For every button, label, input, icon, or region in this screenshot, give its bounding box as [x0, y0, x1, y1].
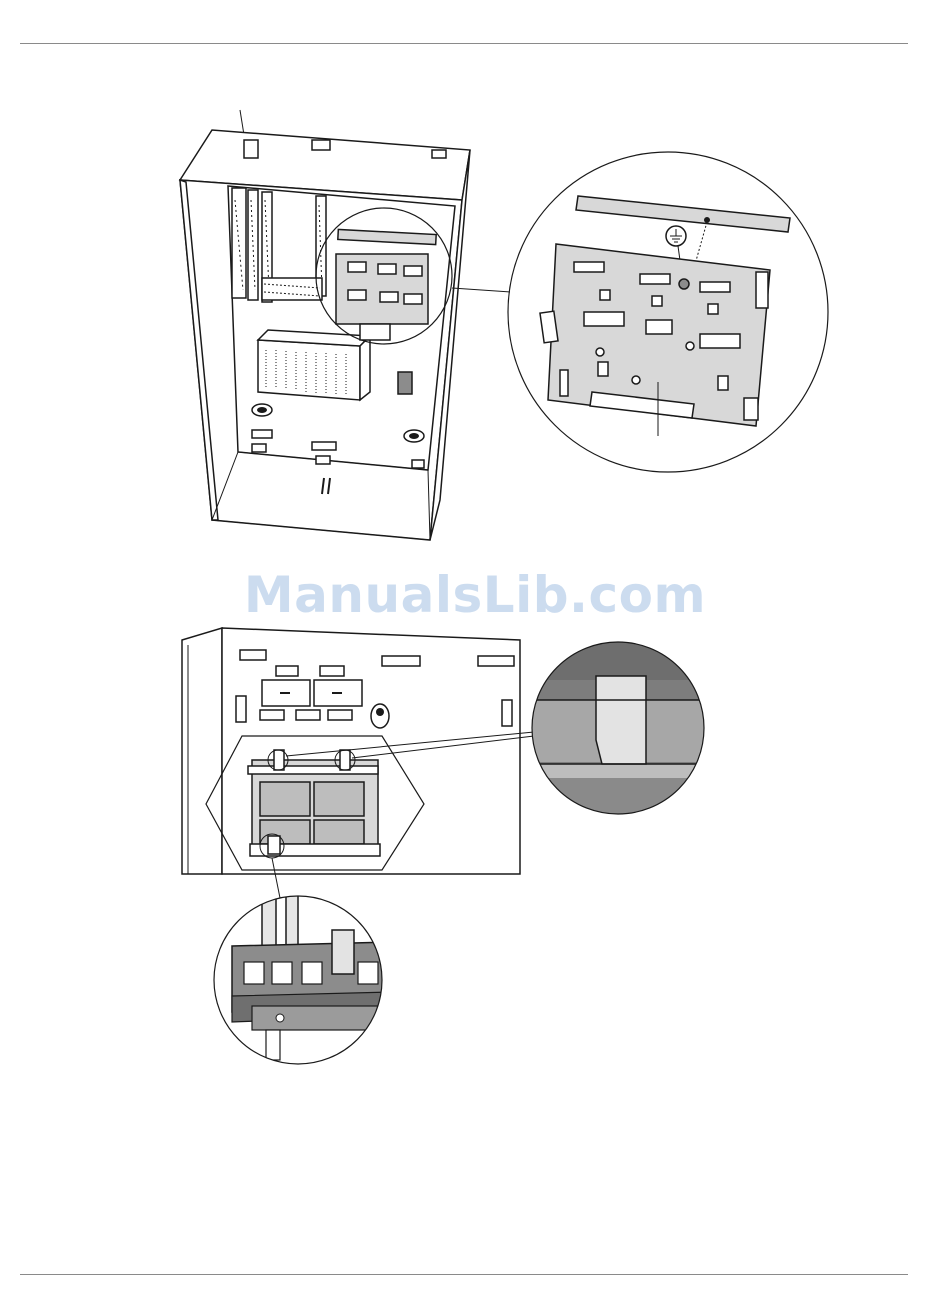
detail-clip-bottom — [210, 890, 392, 1070]
ground-symbol-icon — [666, 226, 686, 246]
zoom-detail-plate — [508, 152, 828, 472]
lid-tab-2 — [312, 140, 330, 150]
bracket-right — [756, 272, 768, 308]
module-board — [248, 750, 380, 856]
ground-rail — [576, 196, 790, 232]
bracket-right-bottom — [744, 398, 758, 420]
panel-slot-1 — [240, 650, 266, 660]
lid-tab-1 — [244, 140, 258, 158]
lid-tab-3 — [432, 150, 446, 158]
cable-strip — [262, 278, 322, 300]
footer-rule — [20, 1274, 908, 1275]
watermark-text: ManualsLib.com — [0, 566, 950, 624]
bottom-slot-2 — [312, 442, 336, 450]
figure-back-panel — [182, 628, 534, 898]
figure-enclosure — [180, 110, 510, 540]
bottom-slot-1 — [252, 430, 272, 438]
connector-block — [398, 372, 412, 394]
detail-clip-top — [520, 640, 720, 838]
zoom-leader-line — [452, 288, 510, 292]
standoff-left — [560, 370, 568, 396]
power-supply-unit — [258, 330, 370, 400]
